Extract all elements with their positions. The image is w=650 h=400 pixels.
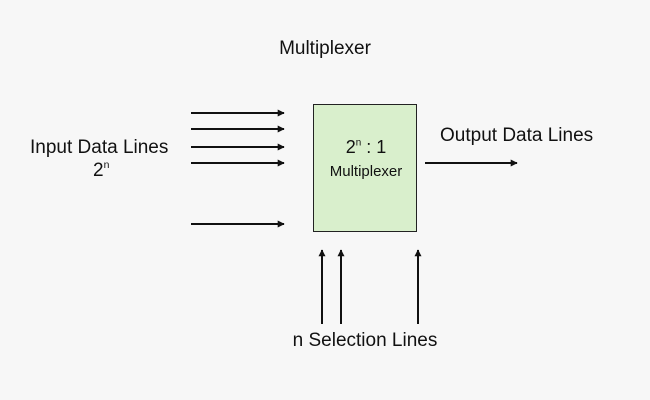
multiplexer-block: 2n : 1 Multiplexer [313,104,417,232]
multiplexer-block-name: Multiplexer [329,163,403,180]
ratio-rest: : 1 [361,137,387,157]
diagram-title: Multiplexer [279,38,371,59]
input-line-count: 2n [93,160,109,182]
output-data-lines-label: Output Data Lines [440,125,594,146]
multiplexer-ratio: 2n : 1 [314,137,418,158]
input-count-base: 2 [93,160,104,181]
input-data-lines-label: Input Data Lines [30,137,169,158]
input-count-exponent: n [103,160,110,172]
ratio-base: 2 [345,137,356,157]
selection-lines-label: n Selection Lines [292,330,438,351]
ratio-exponent: n [355,137,362,149]
